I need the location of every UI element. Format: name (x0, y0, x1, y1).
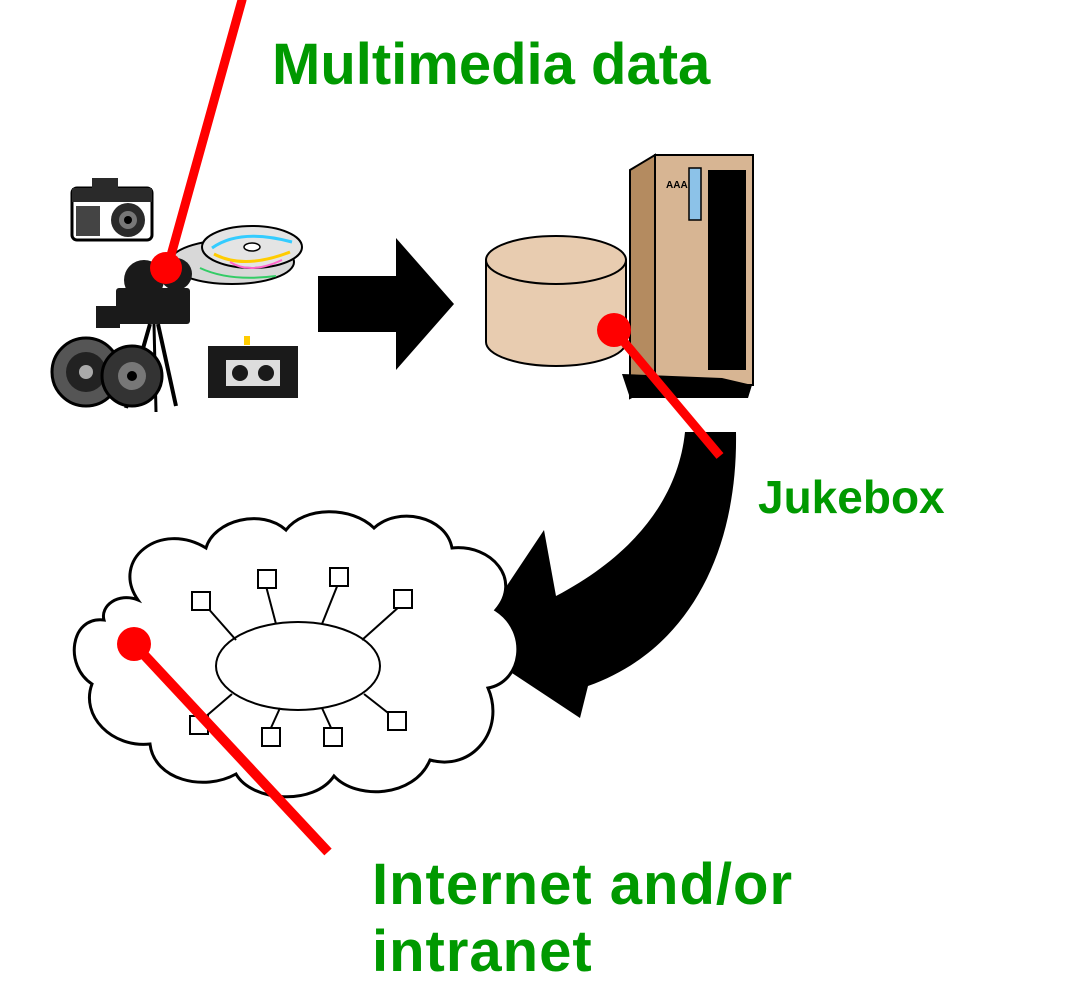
videotape-icon (208, 336, 298, 398)
server-cabinet-icon: AAA (622, 153, 754, 400)
cloud-network-icon (72, 510, 520, 799)
film-reel-icon (50, 336, 164, 408)
internet-label-line1: Internet and/or (372, 852, 794, 917)
svg-text:AAA: AAA (666, 180, 688, 191)
curved-arrow-icon (468, 432, 737, 718)
internet-label-line2: intranet (372, 919, 593, 984)
database-cylinder-icon (485, 235, 627, 367)
cd-disc-icon (169, 225, 303, 285)
movie-camera-icon (96, 258, 192, 413)
camera-icon (70, 178, 154, 242)
arrow-right-icon (318, 238, 454, 370)
network-pointer (117, 627, 332, 856)
jukebox-pointer (597, 313, 724, 459)
multimedia-data-label: Multimedia data (272, 32, 711, 97)
multimedia-pointer (150, 0, 247, 284)
jukebox-label: Jukebox (758, 471, 945, 523)
